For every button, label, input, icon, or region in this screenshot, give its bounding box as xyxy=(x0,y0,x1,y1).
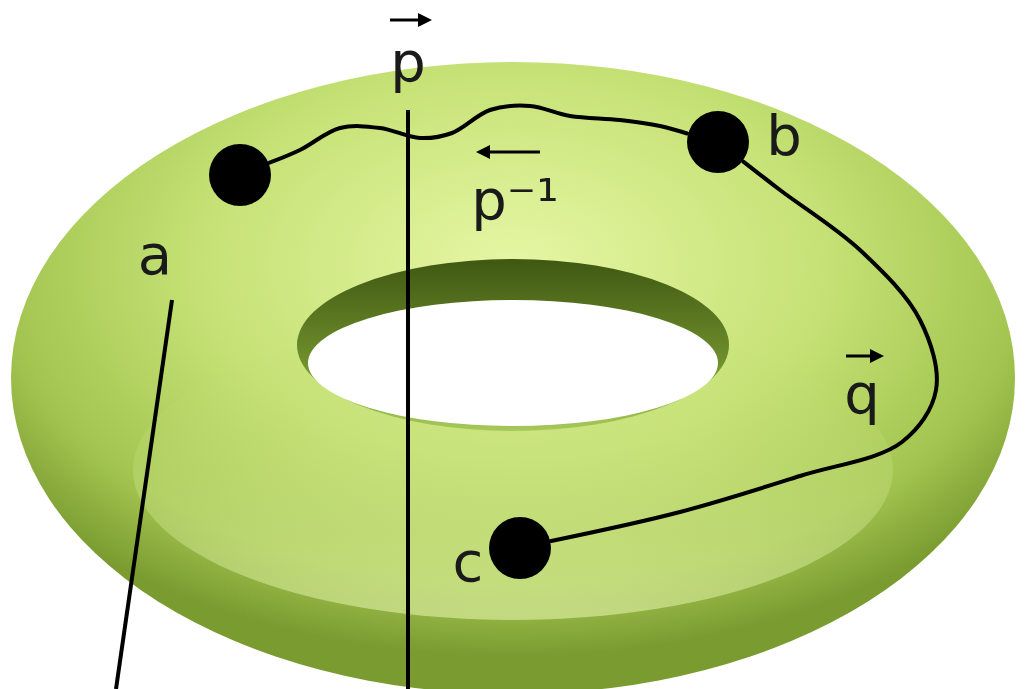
point-dot: b xyxy=(686,110,750,174)
leader-line xyxy=(406,110,410,689)
vector-arrow xyxy=(476,145,540,159)
point-label: a xyxy=(138,227,172,283)
dot-shape xyxy=(488,516,552,580)
point-dot: a xyxy=(208,143,272,207)
path-curve xyxy=(270,106,688,163)
point-dot: c xyxy=(488,516,552,580)
inverse-path-name: p⁻¹ xyxy=(471,172,559,228)
vector-arrow xyxy=(846,349,884,363)
dot-shape xyxy=(686,110,750,174)
path-curve xyxy=(551,162,937,541)
dot-circle xyxy=(687,111,749,173)
vector-arrow xyxy=(390,13,432,27)
point-label: c xyxy=(453,534,484,590)
point-label: b xyxy=(766,108,802,164)
dot-circle xyxy=(209,144,271,206)
leader-line xyxy=(116,300,172,689)
dot-shape xyxy=(208,143,272,207)
torus-inner-wall xyxy=(297,259,729,431)
path-name: p xyxy=(390,34,426,90)
torus-hole xyxy=(308,300,718,426)
path-name: q xyxy=(844,366,880,422)
torus-body xyxy=(11,62,1015,689)
dot-circle xyxy=(489,517,551,579)
